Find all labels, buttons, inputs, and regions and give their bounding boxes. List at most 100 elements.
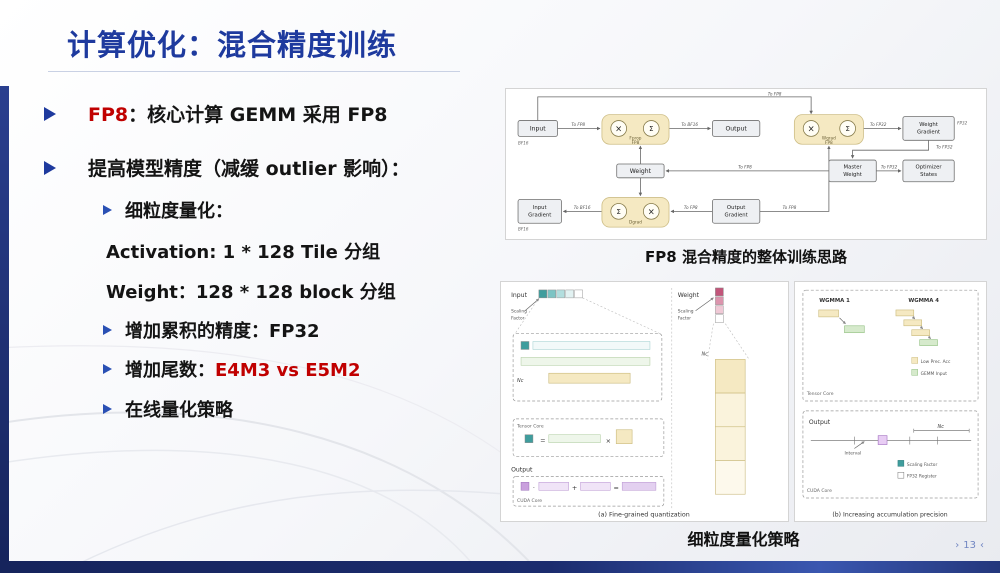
tensor-core-equation: = × [524,429,633,445]
sub-bullet-triangle-icon [103,325,112,335]
scaling-factor-label-1: Scaling [511,309,527,315]
line-weight-text: Weight：128 * 128 block 分组 [106,282,396,303]
output-gradient-label-2: Gradient [725,212,748,218]
scaling-factor-label-2: Factor [511,316,525,322]
wgmma1-label: WGMMA 1 [819,298,850,304]
sub-bullet-triangle-icon [103,205,112,215]
sum-icon: Σ [845,125,849,133]
input-label: Input [511,292,527,299]
edge-label-to-bf16: To BF16 [681,122,698,127]
figure-b-caption: (b) Increasing accumulation precision [832,511,947,518]
figure-fine-grained-quantization: Input Scaling Factor Nc Tensor [500,281,789,522]
tensor-core-label: Tensor Core [516,423,544,429]
edge-label-to-fp8: To FP8 [571,122,585,127]
output-gradient-label-1: Output [727,205,745,211]
line-activation-text: Activation: 1 * 128 Tile 分组 [106,242,381,263]
mantissa-highlight: E4M3 vs E5M2 [215,360,361,381]
legend-low-prec-label: Low Prec. Acc [921,359,951,365]
input-gradient-label-2: Gradient [528,212,551,218]
equals-sign: = [540,437,545,445]
output-label: Output [726,126,748,133]
input-gradient-label-1: Input [533,205,547,211]
optimizer-label-1: Optimizer [916,164,943,170]
fprop-fp8-label: FP8 [632,140,640,145]
node-optimizer-states: Optimizer States [902,159,955,183]
weight-label: Weight [630,168,652,175]
sub-bullet-online-quant-text: 在线量化策略 [125,400,233,421]
fp8-rest: ：核心计算 GEMM 采用 FP8 [128,104,388,126]
wgmma4-cascade [895,309,938,346]
sub-bullet-fine-grained-text: 细粒度量化： [125,201,233,222]
edge-labels: To FP8 To FP8 To BF16 To FP32 To FP8 To … [571,92,952,210]
nc-label: Nc [517,378,524,384]
node-output: Output [712,120,761,137]
edge-label-to-fp8: To FP8 [738,164,752,169]
bullet-triangle-icon [44,160,56,175]
output-accumulation-line [810,428,972,445]
sub-bullet-mantissa: 增加尾数：E4M3 vs E5M2 [103,356,361,382]
node-master-weight: Master Weight [828,159,877,183]
bullet-triangle-icon [44,106,56,121]
figure-accumulation-precision: WGMMA 1 WGMMA 4 Low Prec. Acc GEMM [794,281,987,522]
legend-fp32-register-label: FP32 Register [907,474,937,480]
edge-label-to-bf16: To BF16 [574,205,591,210]
input-dtype-label: BF16 [518,140,529,145]
wgmma4-label: WGMMA 4 [908,298,939,304]
next-slide-arrow[interactable]: ‹ [980,540,984,551]
prev-slide-arrow[interactable]: › [955,540,960,551]
sub-bullet-fine-grained: 细粒度量化： [103,197,233,223]
optimizer-label-2: States [920,172,937,178]
wgmma1-cascade [818,309,865,334]
sub-bullet-online-quant: 在线量化策略 [103,396,233,422]
mantissa-prefix: 增加尾数： [125,360,215,381]
weight-gradient-dtype-label: FP32 [957,121,967,126]
sum-icon: Σ [649,125,653,133]
page-indicator: › 13 ‹ [955,540,984,551]
output-label: Output [511,466,533,473]
bullet-fp8-text: FP8：核心计算 GEMM 采用 FP8 [88,100,387,127]
node-weight: Weight [616,163,665,179]
bottom-legend: Scaling Factor FP32 Register [897,460,938,480]
sub-bullet-triangle-icon [103,404,112,414]
accumulation-precision-svg: WGMMA 1 WGMMA 4 Low Prec. Acc GEMM [802,289,979,518]
sum-icon: Σ [617,208,621,216]
input-gradient-dtype-label: BF16 [518,227,529,232]
bullet-precision: 提高模型精度（减缓 outlier 影响）： [44,154,410,181]
quantized-activation-rows [520,341,651,384]
input-label: Input [530,126,546,133]
sub-bullet-mantissa-text: 增加尾数：E4M3 vs E5M2 [125,356,361,382]
edge-label-to-fp32: To FP32 [936,145,953,150]
plus-sign: + [572,484,577,492]
multiply-icon: × [808,123,815,133]
cuda-core-label: CUDA Core [807,488,832,494]
nc-label: Nc [702,351,709,357]
edge-label-to-fp32: To FP32 [881,164,898,169]
edge-label-to-fp32: To FP32 [870,122,887,127]
fine-grained-quantization-svg: Input Scaling Factor Nc Tensor [511,287,750,519]
weight-label: Weight [678,292,700,299]
weight-gradient-label-1: Weight [919,122,938,128]
equals-sign: = [614,484,619,492]
scaling-factor-label-2: Factor [678,316,692,322]
figure-quant-caption: 细粒度量化策略 [687,530,800,549]
line-activation: Activation: 1 * 128 Tile 分组 [106,238,380,264]
sub-bullet-accumulation: 增加累积的精度：FP32 [103,317,320,343]
sub-bullet-triangle-icon [103,364,112,374]
top-legend: Low Prec. Acc GEMM Input [911,357,951,377]
multiply-icon: × [648,206,655,216]
sub-bullet-accumulation-text: 增加累积的精度：FP32 [125,321,320,342]
wgrad-label: Wgrad [822,135,836,140]
multiply-icon: × [615,123,622,133]
wgrad-group: × Σ Wgrad FP8 [793,114,864,145]
cuda-core-label: CUDA Core [517,498,542,504]
node-input: Input BF16 [517,120,558,145]
legend-scaling-factor-label: Scaling Factor [907,462,938,468]
weight-gradient-label-2: Gradient [917,129,940,135]
edge-label-to-fp8: To FP8 [783,205,797,210]
title-underline [48,71,460,72]
page-number: 13 [963,540,976,551]
scaling-factor-label-1: Scaling [678,309,694,315]
master-weight-label-2: Weight [843,172,862,178]
edge-label-to-fp8: To FP8 [768,92,782,97]
